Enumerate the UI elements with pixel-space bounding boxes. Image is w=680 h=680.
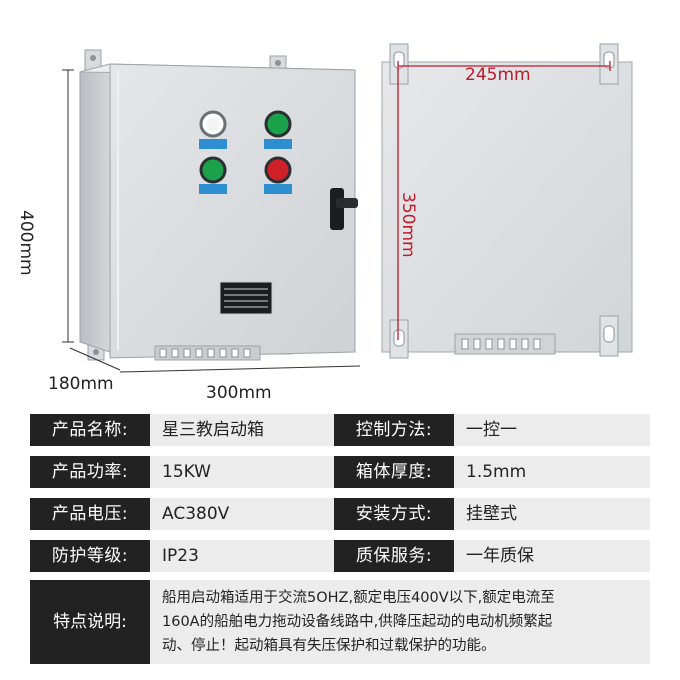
height-dimension-label: 400mm bbox=[16, 210, 36, 276]
spec-value: 挂壁式 bbox=[466, 504, 517, 524]
width-dimension-line bbox=[119, 365, 361, 373]
depth-dimension-line bbox=[69, 347, 121, 371]
spec-label: 防护等级: bbox=[30, 540, 150, 572]
spec-value: 1.5mm bbox=[466, 462, 527, 482]
spec-value: 15KW bbox=[162, 462, 211, 482]
mount-height-dimension-label: 350mm bbox=[398, 192, 418, 258]
spec-row: 产品电压: AC380V 安装方式: 挂壁式 bbox=[30, 498, 650, 530]
spec-label: 安装方式: bbox=[334, 498, 454, 530]
width-dimension-label: 300mm bbox=[206, 383, 272, 403]
spec-label: 产品功率: bbox=[30, 456, 150, 488]
cabinet-drawing bbox=[62, 43, 633, 373]
spec-row: 防护等级: IP23 质保服务: 一年质保 bbox=[30, 540, 650, 572]
spec-value: 星三教启动箱 bbox=[162, 420, 264, 440]
power-indicator-light bbox=[199, 110, 227, 149]
feature-line: 动、停止！起动箱具有失压保护和过载保护的功能。 bbox=[162, 638, 496, 654]
cabinet-back-view bbox=[381, 43, 633, 359]
feature-row: 特点说明: 船用启动箱适用于交流5OHZ,额定电压400V以下,额定电流至 16… bbox=[30, 580, 650, 664]
feature-line: 船用启动箱适用于交流5OHZ,额定电压400V以下,额定电流至 bbox=[162, 590, 555, 606]
start-button bbox=[199, 156, 227, 194]
product-illustration: 400mm 180mm 300mm 245mm 350mm bbox=[16, 43, 633, 403]
spec-label: 质保服务: bbox=[334, 540, 454, 572]
spec-label: 产品名称: bbox=[30, 414, 150, 446]
feature-label: 特点说明: bbox=[30, 580, 150, 664]
spec-value: IP23 bbox=[162, 546, 199, 566]
cabinet-front-view bbox=[79, 63, 356, 361]
spec-value: AC380V bbox=[162, 504, 230, 524]
spec-row: 产品功率: 15KW 箱体厚度: 1.5mm bbox=[30, 456, 650, 488]
nameplate bbox=[219, 281, 273, 315]
spec-label: 控制方法: bbox=[334, 414, 454, 446]
mount-width-dimension-label: 245mm bbox=[465, 65, 531, 85]
spec-label: 产品电压: bbox=[30, 498, 150, 530]
spec-label: 箱体厚度: bbox=[334, 456, 454, 488]
height-dimension-line bbox=[62, 69, 74, 343]
feature-line: 160A的船舶电力拖动设备线路中,供降压起动的电动机频繁起 bbox=[162, 614, 553, 630]
run-indicator-light bbox=[264, 110, 292, 149]
spec-value: 一控一 bbox=[466, 420, 517, 440]
mount-width-dimension-line bbox=[397, 61, 611, 71]
feature-description: 船用启动箱适用于交流5OHZ,额定电压400V以下,额定电流至 160A的船舶电… bbox=[162, 586, 646, 658]
spec-value: 一年质保 bbox=[466, 546, 534, 566]
depth-dimension-label: 180mm bbox=[48, 374, 114, 394]
door-lock-handle bbox=[330, 188, 358, 230]
spec-row: 产品名称: 星三教启动箱 控制方法: 一控一 bbox=[30, 414, 650, 446]
stop-button bbox=[264, 156, 292, 194]
